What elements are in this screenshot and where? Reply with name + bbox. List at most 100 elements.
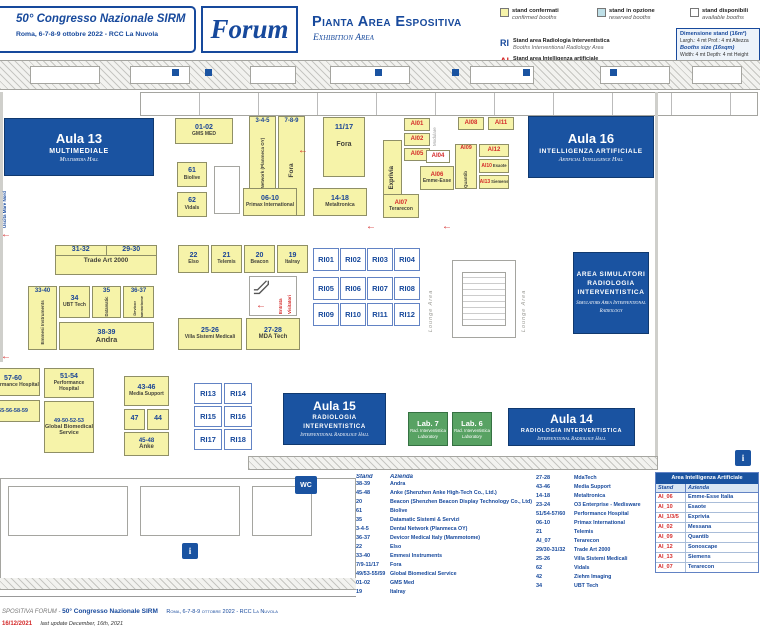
exhibitor-stand: 20 — [356, 499, 363, 505]
perimeter-rooms-strip — [140, 92, 758, 116]
booth-label: 29-30 — [122, 246, 141, 253]
footer-update-text: last update December, 16th, 2021 — [40, 621, 124, 627]
ai-company: Exprivia — [688, 514, 710, 520]
exhibitor-stand: 14-18 — [536, 493, 551, 499]
booth-company: Performance Hospital — [0, 382, 39, 389]
ai-stand: AI_13 — [656, 552, 686, 562]
hall-it: Radiologia Interventistica — [520, 427, 623, 434]
simulators-it2: Radiologia Interventistica — [577, 280, 645, 296]
lounge-area-label: Lounge Area — [428, 289, 434, 332]
exhibitor-company: O3 Enterprise - Medisware — [574, 502, 641, 508]
exhibitor-company: Italray — [390, 589, 406, 595]
booth-company: Siemens — [491, 179, 509, 185]
booth-label: 45-48 — [138, 437, 155, 444]
exhibitor-company: Beacon (Shenzhen Beacon Display Technolo… — [390, 499, 532, 505]
legend-available-it: stand disponibili — [702, 8, 749, 14]
ri-note-labels: Stand area Radiologia Interventistica Bo… — [513, 38, 610, 51]
service-room — [130, 66, 190, 84]
exhibitor-stand: 21 — [536, 529, 543, 535]
booth-label: AI13 — [479, 178, 491, 185]
booth-company: Biolive — [183, 174, 201, 181]
exhibitor-company: Emmesi Instruments — [390, 553, 443, 559]
booth-AI04: AI04 — [426, 150, 450, 163]
booth-47: 47 — [124, 409, 145, 430]
booth-label: 33-40 — [34, 288, 51, 294]
service-room — [470, 66, 534, 84]
red-arrow-icon: ← — [366, 221, 376, 232]
booth-company: Exprivia — [388, 166, 395, 190]
booth-label: 11/17 — [334, 122, 354, 131]
booth-size-dims-en: Width: 4 mt Depth: 4 mt Height — [680, 51, 749, 58]
exhibitor-stand: 62 — [536, 565, 543, 571]
footer-venue: Roma, 6-7-8-9 ottobre 2022 - RCC La Nuvo… — [166, 609, 278, 615]
hall-aula-13: Aula 13 Multimediale Multimedia Hall — [4, 118, 154, 176]
exhibitor-company: Datamatic Sistemi & Servizi — [390, 517, 460, 523]
booth-AI12: AI12 — [479, 144, 509, 157]
booth-RI14: RI14 — [224, 383, 252, 404]
booth-44: 44 — [147, 409, 169, 430]
footer-divider — [0, 596, 356, 597]
lab-sub2: Laboratory — [417, 433, 439, 439]
congress-title-box — [0, 6, 196, 53]
right-wall — [655, 92, 658, 470]
exhibitor-company: Global Biomedical Service — [390, 571, 457, 577]
legend-swatch-confirmed-icon — [500, 8, 509, 17]
booth-RI05: RI05 — [313, 277, 339, 300]
ri-note-it: Stand area Radiologia Interventistica — [513, 38, 610, 44]
booth-label: 51-54 — [60, 372, 78, 380]
booth-55-56-58-59: 55-56-58-59 — [0, 400, 40, 422]
booth-11-17: 11/17 Fora — [323, 117, 365, 177]
service-marker — [452, 69, 459, 76]
booth-14-18: 14-18 Metaltronica — [313, 188, 367, 216]
hall-it: Multimediale — [49, 147, 109, 155]
lower-room — [252, 486, 312, 536]
booth-25-26: 25-26 Villa Sistemi Medicali — [178, 318, 242, 350]
exhibitor-stand: 35 — [356, 517, 363, 523]
booth-size-title-it: Dimensione stand (16m²) — [680, 31, 747, 37]
booth-label: 25-26 — [201, 326, 219, 334]
ai-stand: AI_09 — [656, 532, 686, 542]
wc-icon: WC — [295, 476, 317, 494]
booth-label: 38-39 — [97, 328, 116, 336]
booth-RI09: RI09 — [313, 303, 339, 326]
exit-north-label: Uscita Mare Nord — [2, 190, 7, 228]
booth-company: Datamatic — [103, 296, 109, 317]
exhibitor-stand: 7/9-11/17 — [356, 562, 379, 568]
hall-en: Interventional Radiology Hall — [300, 433, 369, 438]
booth-27-28: 27-28 MDA Tech — [246, 318, 300, 350]
booth-label: 22 — [189, 251, 198, 259]
hall-en: Artificial Intelligence Hall — [558, 156, 624, 163]
ai-company: Messana — [688, 524, 712, 530]
booth-45-48: 45-48 Anke — [124, 432, 169, 456]
booth-22: 22 Elso — [178, 245, 209, 273]
ri-area-note: RI Stand area Radiologia Interventistica… — [500, 38, 610, 51]
booth-company: Mammotome — [139, 295, 144, 318]
company-header: Azienda — [390, 474, 414, 480]
booth-label: 01-02 — [195, 123, 213, 131]
service-room — [250, 66, 296, 84]
booth-size-title-en: Booths size (16sqm) — [680, 44, 735, 51]
congress-dates: Roma, 6-7-8-9 ottobre 2022 - RCC La Nuvo… — [16, 31, 159, 38]
forum-logo: Forum — [210, 14, 289, 44]
booth-RI01: RI01 — [313, 248, 339, 271]
exhibitor-company: Trade Art 2000 — [574, 547, 611, 553]
ai-company: Terarecon — [688, 564, 715, 570]
hall-lab-7: Lab. 7 Rad. Interventistica Laboratory — [408, 412, 448, 446]
booth-AI10: AI10 Esaote — [479, 159, 509, 173]
booth-RI04: RI04 — [394, 248, 420, 271]
hall-lab-6: Lab. 6 Rad. Interventistica Laboratory — [452, 412, 492, 446]
exhibitor-company: Telemis — [574, 529, 594, 535]
ai-stand: AI_1/3/5 — [656, 512, 686, 522]
booth-RI10: RI10 — [340, 303, 366, 326]
legend-confirmed-en: confirmed booths — [512, 15, 557, 21]
